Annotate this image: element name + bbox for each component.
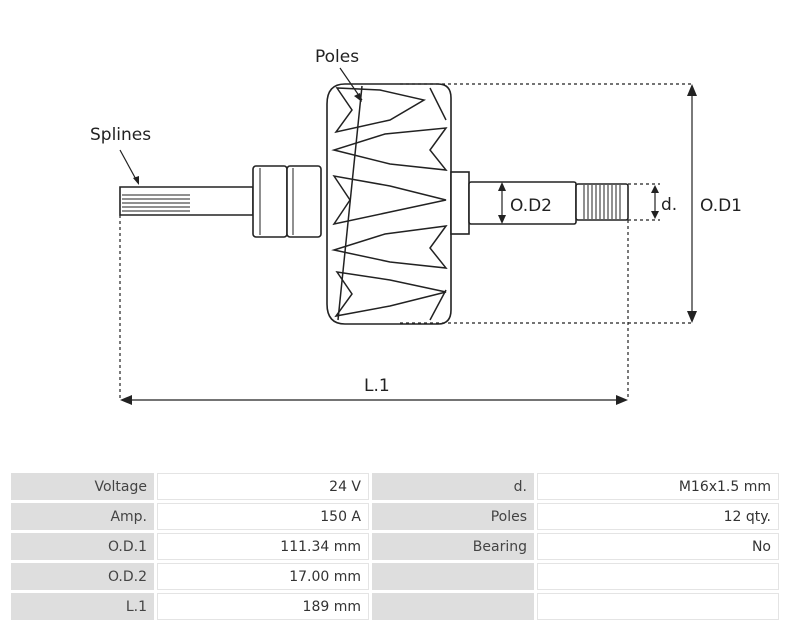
spec-label: [372, 593, 534, 620]
spec-table: Voltage 24 V d. M16x1.5 mm Amp. 150 A Po…: [8, 470, 782, 623]
collar-2: [286, 165, 322, 238]
poles-label: Poles: [315, 47, 359, 67]
spec-label: [372, 563, 534, 590]
spec-value: 12 qty.: [537, 503, 779, 530]
spec-label: Poles: [372, 503, 534, 530]
spec-label: O.D.2: [11, 563, 154, 590]
rotor-diagram: Poles Splines O.D2 d. O.D1 L.1: [90, 47, 742, 405]
table-row: Voltage 24 V d. M16x1.5 mm: [11, 473, 779, 500]
spec-value: [537, 593, 779, 620]
spec-label: Voltage: [11, 473, 154, 500]
spec-value: M16x1.5 mm: [537, 473, 779, 500]
rotor-body: [326, 83, 452, 325]
dimension-arrowheads: [120, 84, 697, 405]
table-row: L.1 189 mm: [11, 593, 779, 620]
splines-label: Splines: [90, 125, 151, 145]
collar-1: [252, 165, 288, 238]
thread-texture: [583, 185, 621, 219]
od1-label: O.D1: [700, 196, 742, 216]
pole-claws: [331, 85, 448, 321]
table-row: O.D.2 17.00 mm: [11, 563, 779, 590]
spec-label: O.D.1: [11, 533, 154, 560]
spec-label: Amp.: [11, 503, 154, 530]
splines-texture: [122, 194, 190, 212]
hub-right: [450, 171, 470, 235]
d-label: d.: [661, 195, 677, 215]
spec-value: 111.34 mm: [157, 533, 369, 560]
spec-label: d.: [372, 473, 534, 500]
spec-value: 150 A: [157, 503, 369, 530]
table-row: Amp. 150 A Poles 12 qty.: [11, 503, 779, 530]
table-row: O.D.1 111.34 mm Bearing No: [11, 533, 779, 560]
threaded-end: [575, 183, 629, 221]
spec-value: No: [537, 533, 779, 560]
spec-value: 24 V: [157, 473, 369, 500]
l1-label: L.1: [364, 376, 390, 396]
spec-label: Bearing: [372, 533, 534, 560]
od2-label: O.D2: [510, 196, 552, 216]
spec-value: [537, 563, 779, 590]
spec-value: 17.00 mm: [157, 563, 369, 590]
spec-label: L.1: [11, 593, 154, 620]
spec-value: 189 mm: [157, 593, 369, 620]
